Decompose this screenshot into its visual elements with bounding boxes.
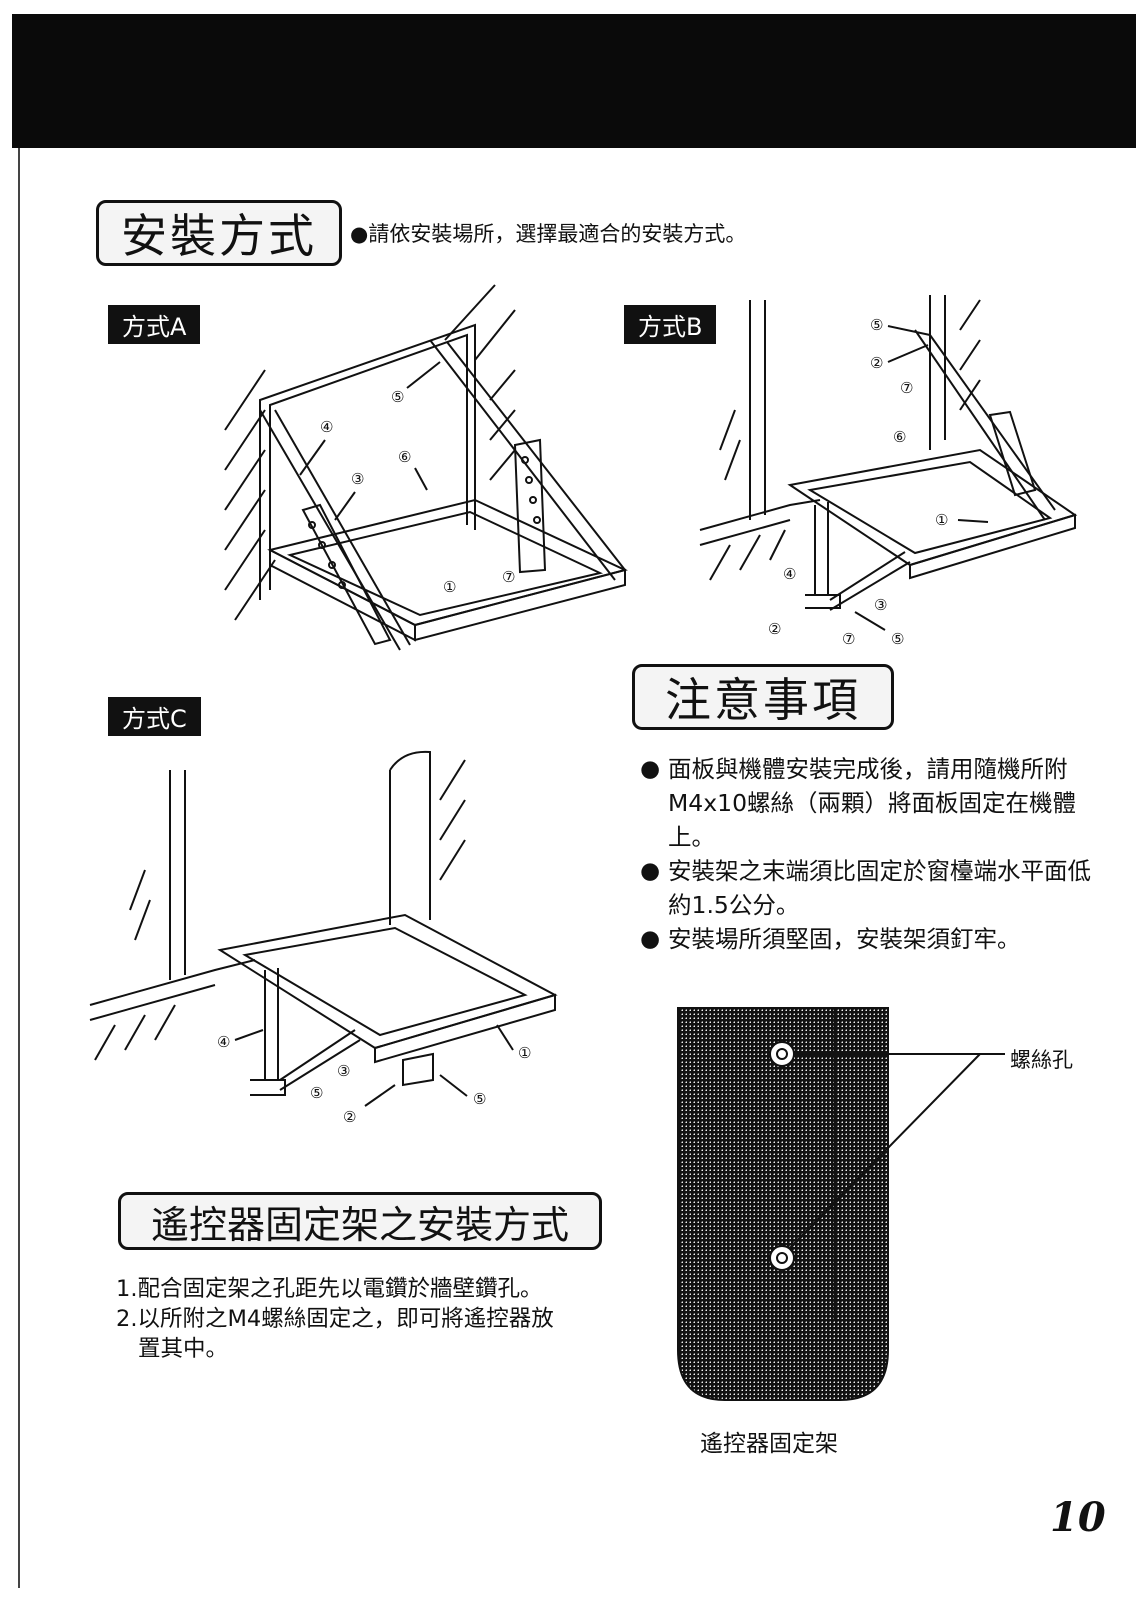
callout-1: ①: [935, 511, 948, 529]
section-title-notes: 注意事項: [632, 664, 894, 730]
callout-1: ①: [518, 1044, 531, 1062]
remote-holder-illustration: [677, 1007, 1005, 1401]
note-item: 安裝架之末端須比固定於窗檯端水平面低約1.5公分。: [640, 854, 1114, 922]
method-c-illustration: ④ ① ③ ⑤ ⑤ ②: [89, 750, 558, 1126]
callout-3: ③: [337, 1062, 350, 1080]
callout-7: ⑦: [842, 630, 855, 648]
page-number: 10: [1050, 1494, 1106, 1541]
header-black-bar: [12, 14, 1136, 148]
callout-5-right: ⑤: [473, 1090, 486, 1108]
note-item: 面板與機體安裝完成後，請用隨機所附M4x10螺絲（兩顆）將面板固定在機體上。: [640, 752, 1114, 854]
left-margin-rule: [18, 148, 20, 1588]
callout-2: ②: [768, 620, 781, 638]
callout-2-top: ②: [870, 354, 883, 372]
screw-hole-label: 螺絲孔: [1010, 1048, 1073, 1072]
method-a-illustration: ⑤ ④ ⑥ ③ ⑦ ①: [224, 284, 628, 651]
installation-lead-text: ●請依安裝場所，選擇最適合的安裝方式。: [350, 222, 747, 246]
callout-5-top: ⑤: [870, 316, 883, 334]
method-c-label: 方式C: [108, 697, 201, 736]
method-a-label: 方式A: [108, 305, 201, 344]
section-title-remote-holder: 遙控器固定架之安裝方式: [118, 1192, 602, 1250]
callout-4: ④: [783, 565, 796, 583]
callout-3: ③: [874, 596, 887, 614]
callout-1: ①: [443, 578, 456, 596]
callout-2: ②: [343, 1108, 356, 1126]
remote-holder-caption: 遙控器固定架: [700, 1431, 838, 1457]
method-b-illustration: ⑤ ② ⑦ ⑥ ① ④ ③ ② ⑦ ⑤: [699, 295, 1078, 648]
step-item: 2.以所附之M4螺絲固定之，即可將遙控器放置其中。: [116, 1306, 554, 1362]
remote-holder-steps: 1.配合固定架之孔距先以電鑽於牆壁鑽孔。 2.以所附之M4螺絲固定之，即可將遙控…: [116, 1274, 576, 1364]
wall-hatching: [224, 284, 516, 621]
callout-5: ⑤: [891, 630, 904, 648]
step-item: 1.配合固定架之孔距先以電鑽於牆壁鑽孔。: [116, 1276, 543, 1302]
callout-4: ④: [320, 418, 333, 436]
callout-5: ⑤: [391, 388, 404, 406]
callout-4: ④: [217, 1033, 230, 1051]
method-b-label: 方式B: [624, 305, 717, 344]
callout-7-top: ⑦: [900, 379, 913, 397]
callout-6: ⑥: [398, 448, 411, 466]
note-item: 安裝場所須堅固，安裝架須釘牢。: [640, 922, 1114, 956]
callout-7: ⑦: [502, 568, 515, 586]
callout-3: ③: [351, 470, 364, 488]
notes-list: 面板與機體安裝完成後，請用隨機所附M4x10螺絲（兩顆）將面板固定在機體上。 安…: [640, 752, 1114, 956]
callout-6: ⑥: [893, 428, 906, 446]
callout-5-left: ⑤: [310, 1084, 323, 1102]
section-title-installation: 安裝方式: [96, 200, 342, 266]
